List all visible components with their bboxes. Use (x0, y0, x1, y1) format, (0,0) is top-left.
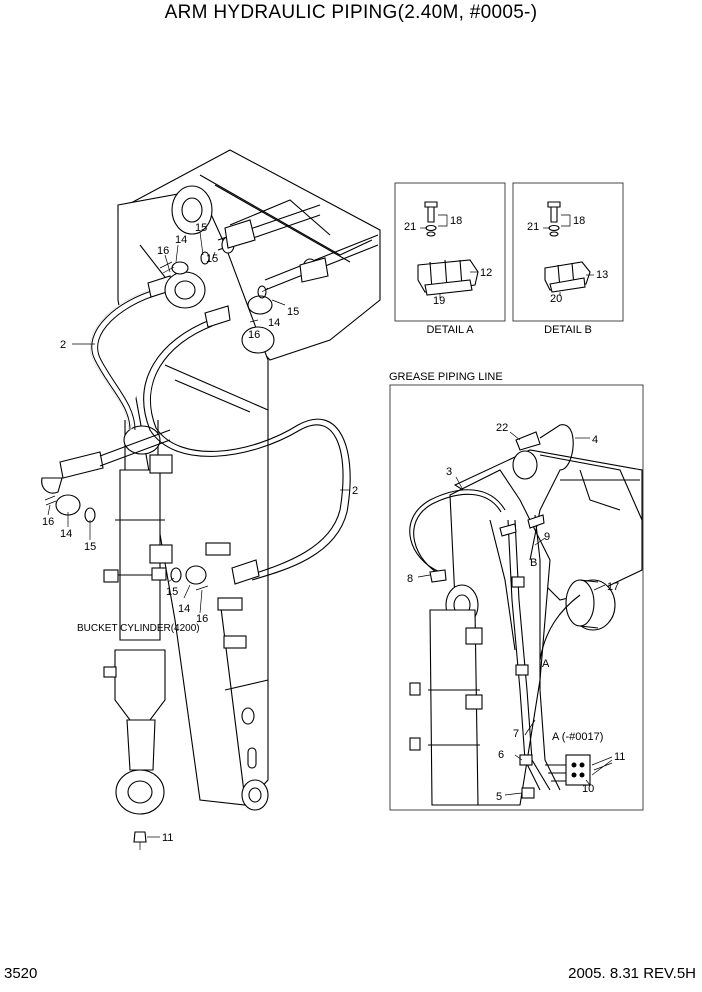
part-callout: 15 (287, 306, 299, 318)
part-callout: 14 (178, 603, 190, 615)
detail-a-label: DETAIL A (426, 324, 474, 336)
part-callout: 2 (352, 485, 358, 497)
part-callout: 6 (498, 749, 504, 761)
grease-leader-lines (417, 431, 613, 796)
part-callout: 16 (196, 613, 208, 625)
grease-lines (409, 424, 591, 799)
part-callout: 4 (592, 434, 598, 446)
grease-piping-label: GREASE PIPING LINE (389, 371, 503, 383)
revision-date: 2005. 8.31 REV.5H (568, 965, 696, 982)
detail-b-label: DETAIL B (544, 324, 592, 336)
part-callout: 10 (582, 783, 594, 795)
part-callout: 21 (404, 221, 416, 233)
part-callout: 21 (527, 221, 539, 233)
part-callout: 19 (433, 295, 445, 307)
part-callout: 9 (544, 531, 550, 543)
mark-b: B (530, 557, 537, 569)
page-title: ARM HYDRAULIC PIPING(2.40M, #0005-) (164, 2, 538, 23)
detail-a-callouts: 18 21 12 19 (404, 215, 492, 307)
part-callout: 15 (84, 541, 96, 553)
part-callout: 3 (446, 466, 452, 478)
mark-a-serial: A (-#0017) (552, 731, 603, 743)
part-callout: 14 (60, 528, 72, 540)
part-callout: 15 (195, 222, 207, 234)
main-leader-lines (47, 231, 350, 614)
part-callout: 17 (607, 581, 619, 593)
part-callout: 13 (596, 269, 608, 281)
mark-a: A (542, 658, 550, 670)
page-number: 3520 (4, 965, 38, 982)
part-callout: 20 (550, 293, 562, 305)
part-callout: 15 (166, 586, 178, 598)
part-callout: 16 (248, 329, 260, 341)
part-callout: 16 (157, 245, 169, 257)
part-callout: 18 (450, 215, 462, 227)
part-callout: 8 (407, 573, 413, 585)
part-callout: 22 (496, 422, 508, 434)
part-callout: 18 (573, 215, 585, 227)
part-callout: 11 (614, 751, 625, 763)
part-callout: 14 (268, 317, 280, 329)
bucket-cylinder-label: BUCKET CYLINDER(4200) (77, 623, 200, 634)
part-callout: 14 (175, 234, 187, 246)
grease-callouts: 22 4 3 9 8 17 7 6 11 10 5 A B A (-#0017) (407, 422, 625, 803)
bucket-cylinder (103, 420, 173, 850)
part-callout: 7 (513, 728, 519, 740)
part-callout: 5 (496, 791, 502, 803)
grease-piping-box (389, 384, 644, 811)
part-callout: 16 (42, 516, 54, 528)
part-callout: 2 (60, 339, 66, 351)
main-callouts: 16 14 15 15 14 16 15 2 16 14 15 15 14 16… (42, 222, 358, 844)
detail-b-callouts: 18 21 13 20 (527, 215, 608, 305)
arm-structure (117, 149, 381, 811)
detail-a-box (394, 182, 506, 322)
arm-hoses (41, 251, 351, 591)
detail-b-box (512, 182, 624, 322)
part-callout: 15 (206, 253, 218, 265)
grease-arm-structure (409, 449, 643, 806)
part-callout: 12 (480, 267, 492, 279)
part-callout: 11 (162, 832, 173, 844)
